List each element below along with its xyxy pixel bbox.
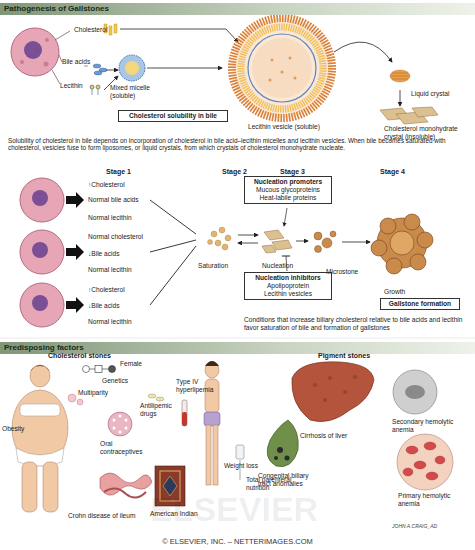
label-box: Gallstone formation xyxy=(380,298,460,310)
box-heading: Cholesterol solubility in bile xyxy=(122,112,224,120)
text-label: Saturation xyxy=(198,262,228,270)
text-label: Obesity xyxy=(2,425,24,433)
watermark: ELSEVIER xyxy=(150,490,318,529)
text-label: Growth xyxy=(384,288,405,296)
text-label: Stage 1 xyxy=(106,168,131,176)
text-label: Normal lecithin xyxy=(88,266,132,274)
text-label: Stage 2 xyxy=(222,168,247,176)
text-label: Normal lecithin xyxy=(88,214,132,222)
text-label: Multiparity xyxy=(78,389,108,397)
text-label: Crohn disease of ileum xyxy=(68,512,135,520)
text-label: Genetics xyxy=(102,377,128,385)
label-box: Nucleation inhibitorsApolipoproteinLecit… xyxy=(244,272,332,300)
text-label: Pigment stones xyxy=(318,352,370,360)
box-heading: Nucleation inhibitors xyxy=(248,274,328,282)
text-label: Weight loss xyxy=(224,462,258,470)
text-label: Solubility of cholesterol in bile depend… xyxy=(8,137,468,152)
text-label: Normal cholesterol xyxy=(88,233,143,241)
text-label: Lecithin vesicle (soluble) xyxy=(248,123,320,131)
text-label: Lecithin xyxy=(60,82,83,90)
text-label: JOHN A.CRAIG_AD xyxy=(392,524,437,530)
text-label: Cholesterol xyxy=(74,26,107,34)
text-label: Type IV hyperlipemia xyxy=(176,378,231,393)
copyright-caption: © ELSEVIER, INC. – NETTERIMAGES.COM xyxy=(0,537,475,546)
text-label: Secondary hemolytic anemia xyxy=(392,418,472,433)
box-item: Apolipoprotein xyxy=(248,282,328,290)
text-label: Stage 3 xyxy=(280,168,305,176)
text-label: Nucleation xyxy=(262,262,293,270)
text-label: Conditions that increase biliary cholest… xyxy=(244,316,468,331)
box-item: Heat-labile proteins xyxy=(248,194,328,202)
text-label: Cholesterol stones xyxy=(48,352,111,360)
text-label: ↓Bile acids xyxy=(88,302,120,310)
text-label: ↓Bile acids xyxy=(88,250,120,258)
text-label: Primary hemolytic anemia xyxy=(398,492,470,507)
text-label: Female xyxy=(120,360,142,368)
text-label: Bile acids xyxy=(62,58,90,66)
text-label: Antilipemic drugs xyxy=(140,402,182,417)
box-heading: Gallstone formation xyxy=(384,300,456,308)
text-label: Normal bile acids xyxy=(88,196,139,204)
text-label: Microstone xyxy=(326,268,358,276)
label-box: Cholesterol solubility in bile xyxy=(118,110,228,122)
box-heading: Nucleation promoters xyxy=(248,178,328,186)
text-label: Oral contraceptives xyxy=(100,440,150,455)
text-label: Cirrhosis of liver xyxy=(300,432,347,440)
text-label: Stage 4 xyxy=(380,168,405,176)
text-label: Congenital biliary tract anomalies xyxy=(258,472,316,487)
text-label: ↑Cholesterol xyxy=(88,181,125,189)
box-item: Lecithin vesicles xyxy=(248,290,328,298)
box-heading: Pathogenesis of Gallstones xyxy=(4,4,471,14)
box-item: Mucous glycoproteins xyxy=(248,186,328,194)
text-label: Normal lecithin xyxy=(88,318,132,326)
label-box: Nucleation promotersMucous glycoproteins… xyxy=(244,176,332,204)
section-band: Pathogenesis of Gallstones xyxy=(0,3,475,15)
text-label: Mixed micelle (soluble) xyxy=(110,84,158,99)
box-heading: Predisposing factors xyxy=(4,343,471,353)
text-label: ↑Cholesterol xyxy=(88,286,125,294)
text-label: Liquid crystal xyxy=(411,90,449,98)
